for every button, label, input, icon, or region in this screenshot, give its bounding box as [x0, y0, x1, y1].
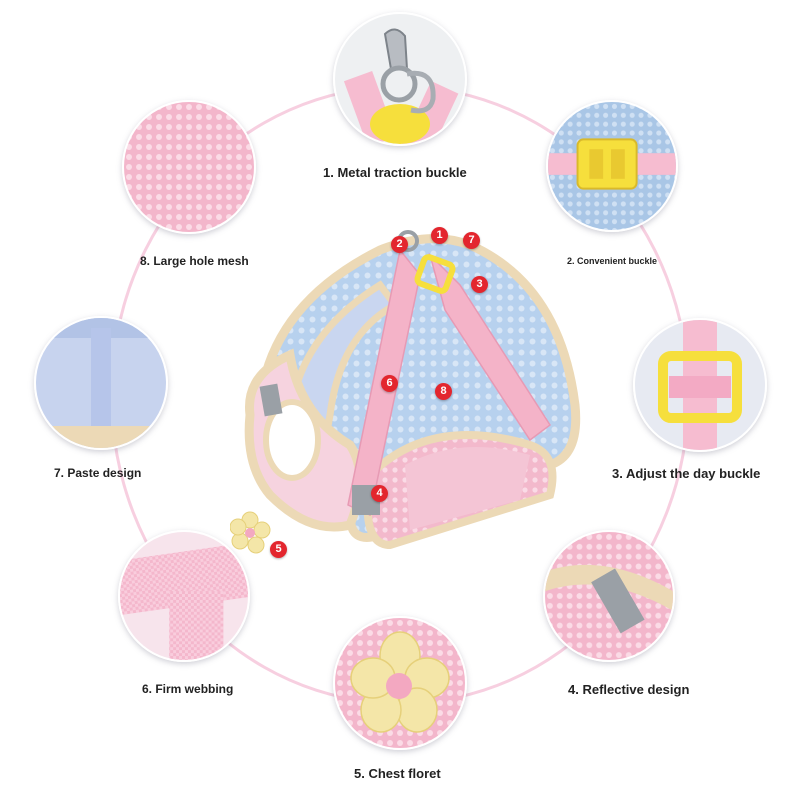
caption-convenient-buckle: 2. Convenient buckle	[567, 256, 658, 266]
thumb-convenient-buckle	[546, 100, 678, 232]
marker-2: 2	[391, 236, 408, 253]
marker-1: 1	[431, 227, 448, 244]
thumb-firm-webbing	[118, 530, 250, 662]
caption-reflective-design: 4. Reflective design	[568, 682, 690, 697]
marker-7: 7	[463, 232, 480, 249]
caption-adjust-buckle: 3. Adjust the day buckle	[612, 466, 761, 481]
caption-firm-webbing: 6. Firm webbing	[142, 682, 234, 696]
caption-chest-floret: 5. Chest floret	[354, 766, 441, 781]
marker-6: 6	[381, 375, 398, 392]
marker-4: 4	[371, 485, 388, 502]
marker-3: 3	[471, 276, 488, 293]
thumb-reflective-design	[543, 530, 675, 662]
caption-large-hole-mesh: 8. Large hole mesh	[140, 254, 249, 268]
marker-8: 8	[435, 383, 452, 400]
thumb-paste-design	[34, 316, 168, 450]
thumb-chest-floret	[333, 616, 467, 750]
thumb-large-hole-mesh	[122, 100, 256, 234]
marker-5: 5	[270, 541, 287, 558]
caption-metal-traction-buckle: 1. Metal traction buckle	[323, 165, 467, 180]
thumb-adjust-buckle	[633, 318, 767, 452]
thumb-metal-traction-buckle	[333, 12, 467, 146]
harness-product-image: 1 2 3 4 5 6 7 8	[229, 215, 600, 575]
caption-paste-design: 7. Paste design	[54, 466, 142, 480]
